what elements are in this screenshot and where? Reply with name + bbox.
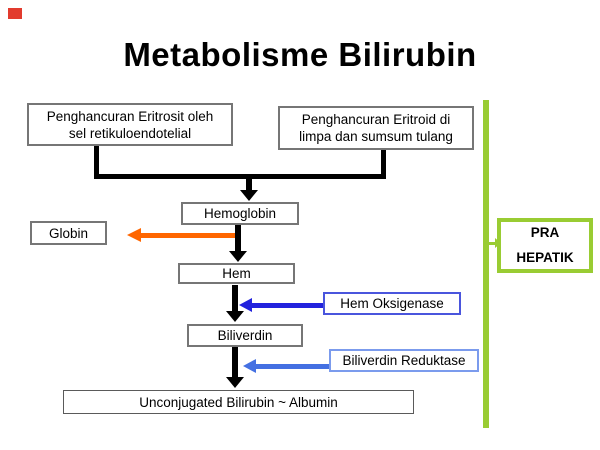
- phase-line1: PRA: [530, 225, 560, 240]
- arrow-shaft: [235, 225, 241, 251]
- box-eritroid-line1: Penghancuran Eritroid di: [301, 112, 451, 127]
- box-hem-oksigenase-label: Hem Oksigenase: [340, 296, 444, 311]
- box-eritrosit: Penghancuran Eritrosit oleh sel retikulo…: [27, 103, 233, 146]
- lightblue-arrow-shaft: [256, 363, 329, 369]
- box-biliverdin-label: Biliverdin: [217, 328, 273, 343]
- box-eritrosit-line1: Penghancuran Eritrosit oleh: [46, 108, 214, 124]
- connector-left-vertical: [94, 146, 99, 179]
- box-biliverdin-reduktase-label: Biliverdin Reduktase: [342, 353, 466, 368]
- arrow-hemoglobin-to-globin: [127, 228, 240, 242]
- box-hemoglobin-label: Hemoglobin: [203, 206, 277, 221]
- box-biliverdin-reduktase: Biliverdin Reduktase: [329, 349, 479, 372]
- blue-arrow-head: [239, 298, 252, 312]
- lightblue-arrow-head: [243, 359, 256, 373]
- green-arrow-shaft: [489, 241, 495, 245]
- arrow-head-down: [226, 377, 244, 388]
- box-globin-label: Globin: [48, 225, 89, 241]
- arrow-shaft: [232, 347, 238, 377]
- box-hem-oksigenase: Hem Oksigenase: [323, 292, 461, 315]
- arrow-biliverdin-reduktase: [243, 359, 329, 373]
- arrow-to-hemoglobin: [240, 179, 258, 201]
- box-globin: Globin: [30, 221, 107, 245]
- box-hem-label: Hem: [222, 266, 251, 281]
- arrow-shaft: [246, 179, 252, 190]
- box-eritroid-line2: limpa dan sumsum tulang: [299, 129, 453, 144]
- box-eritrosit-line2: sel retikuloendotelial: [68, 125, 192, 141]
- box-hem: Hem: [178, 263, 295, 284]
- box-unconjugated-bilirubin-label: Unconjugated Bilirubin ~ Albumin: [139, 394, 338, 410]
- phase-label-pra-hepatik: PRA HEPATIK: [497, 218, 593, 273]
- arrow-hem-oksigenase: [239, 298, 323, 312]
- blue-arrow-shaft: [252, 302, 323, 308]
- arrow-head-down: [226, 311, 244, 322]
- orange-arrow-shaft: [141, 232, 240, 238]
- arrow-head-down: [229, 251, 247, 262]
- connector-horizontal: [94, 174, 386, 179]
- phase-line2: HEPATIK: [516, 250, 574, 265]
- arrow-hemoglobin-to-hem: [229, 225, 247, 262]
- orange-arrow-head: [127, 228, 141, 242]
- box-unconjugated-bilirubin: Unconjugated Bilirubin ~ Albumin: [63, 390, 414, 414]
- box-eritroid: Penghancuran Eritroid di limpa dan sumsu…: [278, 106, 474, 150]
- connector-right-vertical: [381, 150, 386, 179]
- arrow-biliverdin-to-bilirubin: [226, 347, 244, 388]
- arrow-shaft: [232, 285, 238, 311]
- arrow-hem-to-biliverdin: [226, 285, 244, 322]
- page-title: Metabolisme Bilirubin: [123, 36, 477, 73]
- red-corner-marker: [8, 8, 22, 19]
- box-biliverdin: Biliverdin: [187, 324, 303, 347]
- arrow-head-down: [240, 190, 258, 201]
- box-hemoglobin: Hemoglobin: [181, 202, 299, 225]
- phase-bracket-line: [483, 100, 489, 428]
